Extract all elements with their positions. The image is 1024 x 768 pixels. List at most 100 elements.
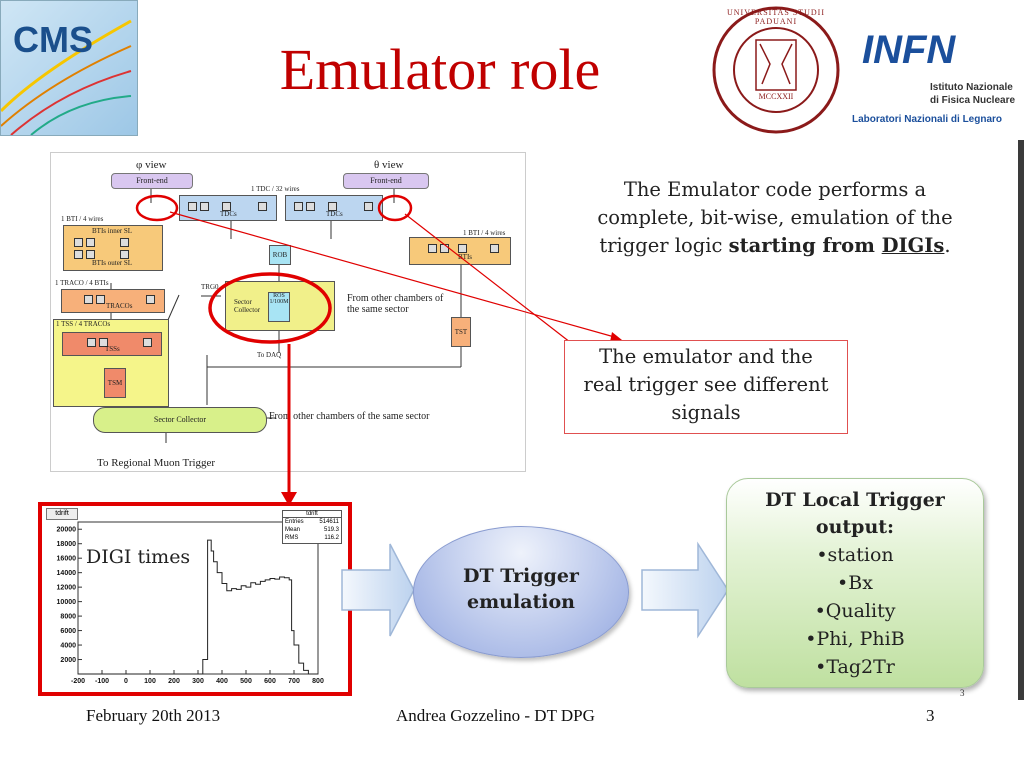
output-item-0: •station <box>816 544 894 566</box>
tsss-label: TSSs <box>105 345 120 353</box>
x-tick-label: 500 <box>240 678 252 685</box>
histogram-title-tab: tdrift <box>46 508 78 520</box>
y-tick-label: 8000 <box>60 614 76 621</box>
x-tick-label: 700 <box>288 678 300 685</box>
stats-row: Mean 519.3 <box>283 526 341 534</box>
dt-trigger-ellipse: DT Trigger emulation <box>413 526 629 658</box>
tracos-label: TRACOs <box>106 302 133 310</box>
infn-line1: Istituto Nazionale <box>930 82 1013 93</box>
bti-outer-label: BTIs outer SL <box>92 259 133 267</box>
phi-view-label: φ view <box>136 159 167 171</box>
signals-line3: signals <box>671 401 741 424</box>
tdcs-right-label: TDCs <box>326 210 343 218</box>
y-tick-label: 18000 <box>57 541 77 548</box>
to-regional-label: To Regional Muon Trigger <box>97 457 216 469</box>
output-item-1: •Bx <box>837 572 873 594</box>
emulator-description: The Emulator code performs a complete, b… <box>560 176 990 260</box>
histogram-label: DIGI times <box>86 546 191 568</box>
tdcs-left-box: TDCs <box>179 195 277 221</box>
x-tick-label: 600 <box>264 678 276 685</box>
stats-key: Entries <box>285 519 304 525</box>
stats-value: 116.2 <box>324 535 339 541</box>
left-red-circle <box>135 194 179 222</box>
y-tick-label: 6000 <box>60 628 76 635</box>
sector-red-ellipse <box>208 272 332 344</box>
x-tick-label: 300 <box>192 678 204 685</box>
slide-title: Emulator role <box>279 37 601 102</box>
right-red-circle <box>377 194 413 222</box>
bti-left-title: 1 BTI / 4 wires <box>61 215 104 223</box>
from-other-chambers-label: From other chambers of the same sector <box>347 293 444 315</box>
infn-line3: Laboratori Nazionali di Legnaro <box>852 114 1003 125</box>
signals-line1: The emulator and the <box>599 345 813 368</box>
output-item-2: •Quality <box>814 600 896 622</box>
stats-key: Mean <box>285 527 301 533</box>
red-line-right <box>404 213 576 347</box>
infn-line2: di Fisica Nucleare <box>930 95 1016 106</box>
y-tick-label: 10000 <box>57 599 77 606</box>
theta-view-label: θ view <box>374 159 404 171</box>
tss-box: TSSs <box>62 332 162 356</box>
cms-logo-text: CMS <box>13 19 93 60</box>
traco-title: 1 TRACO / 4 BTIs <box>55 279 109 287</box>
small-page-number: 3 <box>960 688 965 698</box>
seal-year: MCCXXII <box>758 92 794 101</box>
y-tick-label: 12000 <box>57 585 77 592</box>
histogram-chart: 2000400060008000100001200014000160001800… <box>57 521 324 685</box>
x-tick-label: 800 <box>312 678 324 685</box>
y-tick-label: 2000 <box>60 657 76 664</box>
tdc-label: 1 TDC / 32 wires <box>251 185 300 193</box>
emulator-line1: The Emulator code performs a <box>623 178 927 201</box>
footer-page-number: 3 <box>926 706 935 725</box>
trg0-label: TRG0 <box>201 283 219 291</box>
seal-text: UNIVERSITAS STUDII PADUANI <box>726 8 826 26</box>
y-tick-label: 20000 <box>57 527 77 534</box>
output-item-3: •Phi, PhiB <box>805 628 905 650</box>
trigger-line1: DT Trigger <box>463 565 579 587</box>
x-tick-label: 0 <box>124 678 128 685</box>
y-tick-label: 4000 <box>60 643 76 650</box>
traco-box: TRACOs <box>61 289 165 313</box>
infn-logo-text: INFN <box>862 28 956 72</box>
to-daq-label: To DAQ <box>257 351 282 359</box>
x-tick-label: -200 <box>71 678 85 685</box>
emulator-line3-prefix: trigger logic <box>599 234 729 257</box>
sector-collector-box: Sector Collector <box>93 407 267 433</box>
from-other-chambers-bottom-label: From other chambers of the same sector <box>269 411 430 422</box>
signals-box: The emulator and the real trigger see di… <box>564 340 848 434</box>
y-tick-label: 16000 <box>57 556 77 563</box>
output-line1: DT Local Trigger <box>765 489 945 511</box>
emulator-line3-bold: starting from <box>728 234 882 257</box>
bti-left-box: BTIs inner SL BTIs outer SL <box>63 225 163 271</box>
histogram-line <box>78 539 318 675</box>
bti-right-box: BTIs <box>409 237 511 265</box>
output-line2: output: <box>815 516 895 538</box>
emulator-line3-underline: DIGIs <box>881 234 945 257</box>
right-edge-bar <box>1018 140 1024 700</box>
emulator-line3: trigger logic starting from DIGIs. <box>560 232 990 260</box>
y-tick-label: 14000 <box>57 570 77 577</box>
x-tick-label: -100 <box>95 678 109 685</box>
stats-value: 519.3 <box>323 527 339 533</box>
bti-inner-label: BTIs inner SL <box>92 227 133 235</box>
tdcs-right-box: TDCs <box>285 195 383 221</box>
trigger-diagram: φ view θ view Front-end Front-end 1 TDC … <box>50 152 526 472</box>
front-end-left: Front-end <box>111 173 193 189</box>
btis-right-label: BTIs <box>458 253 472 261</box>
rob-box: ROB <box>269 245 291 265</box>
stats-title: tdrift <box>283 511 341 518</box>
cms-logo: CMS <box>0 0 138 136</box>
tdcs-left-label: TDCs <box>220 210 237 218</box>
university-seal: UNIVERSITAS STUDII PADUANI MCCXXII <box>710 4 842 136</box>
emulator-line2: complete, bit-wise, emulation of the <box>597 206 953 229</box>
x-tick-label: 400 <box>216 678 228 685</box>
trigger-line2: emulation <box>466 591 576 613</box>
plot-frame <box>77 521 319 675</box>
x-tick-label: 100 <box>144 678 156 685</box>
bti-right-title: 1 BTI / 4 wires <box>463 229 506 237</box>
footer-author: Andrea Gozzelino - DT DPG <box>396 706 595 725</box>
